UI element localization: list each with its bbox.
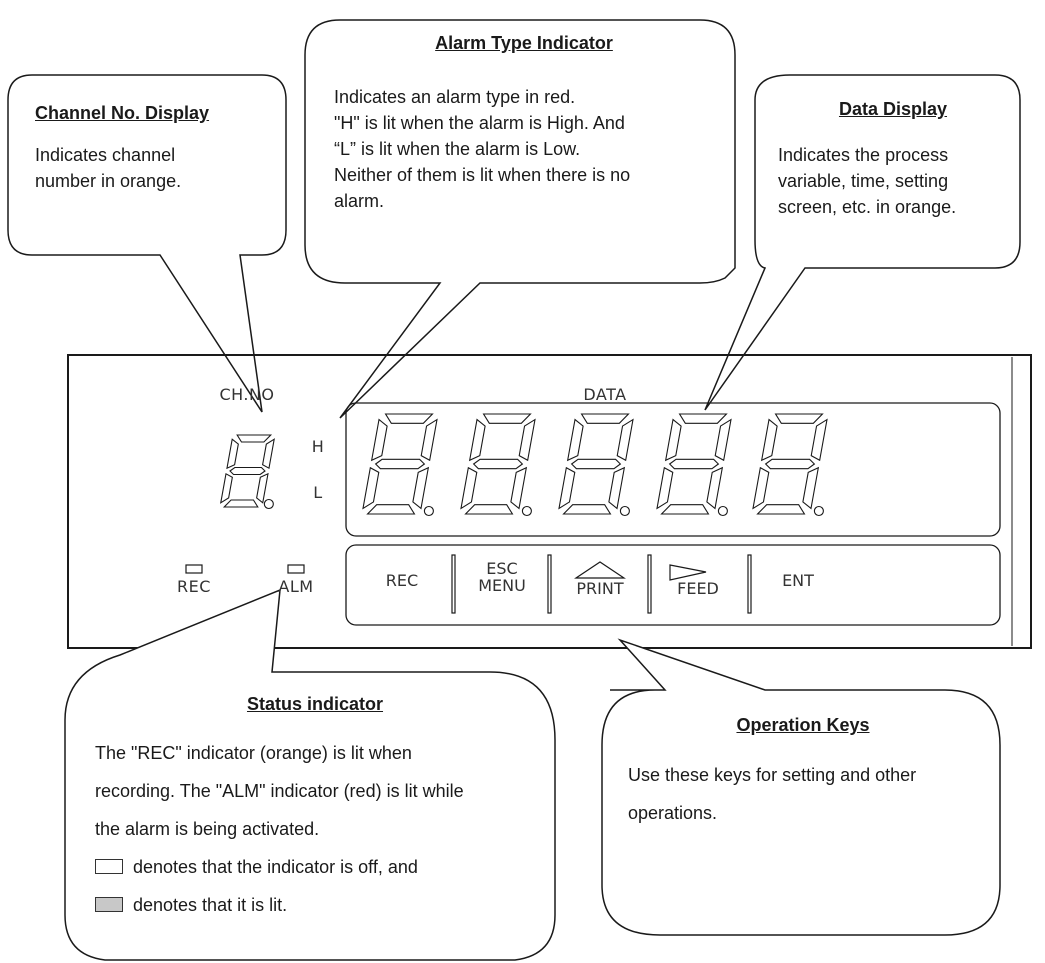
data-digit-3-segment-5 <box>566 418 584 462</box>
data-digit-1-decimal-point <box>423 505 434 517</box>
data-digit-2-segment-2 <box>510 466 528 510</box>
h-alarm-indicator: H <box>311 437 325 456</box>
data-digit-1-segment-0 <box>384 413 434 424</box>
print-key[interactable]: PRINT <box>576 579 624 598</box>
alm-indicator-label: ALM <box>278 577 314 596</box>
alarm-callout: Alarm Type Indicator Indicates an alarm … <box>334 30 714 214</box>
data-digit-1-segment-6 <box>374 458 426 470</box>
data-digit-4-segment-5 <box>664 418 682 462</box>
esc-key-label: ESC <box>486 559 518 578</box>
data-digit-4-segment-3 <box>660 504 710 515</box>
data-digit-5-segment-3 <box>756 504 806 515</box>
rec-key[interactable]: REC <box>385 571 419 590</box>
esc-menu-key[interactable]: ESC MENU <box>462 560 542 594</box>
lit-indicator-swatch <box>95 897 123 912</box>
alarm-line-4: Neither of them is lit when there is no <box>334 165 631 185</box>
alm-lamp <box>287 564 305 574</box>
channel-callout-title: Channel No. Display <box>35 103 210 123</box>
feed-key[interactable]: FEED <box>677 579 719 598</box>
alarm-line-3: “L” is lit when the alarm is Low. <box>334 139 581 159</box>
data-digit-2-segment-5 <box>468 418 486 462</box>
alarm-line-2: "H" is lit when the alarm is High. And <box>334 113 625 133</box>
channel-digit-segment-1 <box>262 438 275 470</box>
data-digit-2-decimal-point <box>521 505 532 517</box>
data-digit-5-segment-4 <box>752 466 770 510</box>
feed-right-icon <box>669 564 707 581</box>
ch-no-label: CH.NO <box>219 385 275 404</box>
off-indicator-swatch <box>95 859 123 874</box>
status-line-1: The "REC" indicator (orange) is lit when <box>95 743 412 763</box>
channel-digit-segment-2 <box>256 472 269 504</box>
data-digit-5-segment-2 <box>802 466 820 510</box>
rec-lamp <box>185 564 203 574</box>
status-callout-title: Status indicator <box>246 694 384 714</box>
data-digit-3-segment-0 <box>580 413 630 424</box>
data-digit-2-segment-1 <box>518 418 536 462</box>
status-line-3: the alarm is being activated. <box>95 819 320 839</box>
data-digit-1-segment-4 <box>362 466 380 510</box>
data-digit-4-decimal-point <box>717 505 728 517</box>
data-digit-4-segment-4 <box>656 466 674 510</box>
data-digit-4-segment-2 <box>706 466 724 510</box>
data-digit-3-segment-6 <box>570 458 622 470</box>
print-up-icon <box>574 561 626 579</box>
data-digit-1-segment-5 <box>370 418 388 462</box>
data-digit-3-segment-4 <box>558 466 576 510</box>
alarm-line-5: alarm. <box>334 191 385 211</box>
panel-outline <box>67 354 1032 649</box>
data-digit-5-segment-1 <box>810 418 828 462</box>
data-digit-2-segment-6 <box>472 458 524 470</box>
data-digit-4-segment-1 <box>714 418 732 462</box>
l-alarm-indicator: L <box>313 483 323 502</box>
operation-callout: Operation Keys Use these keys for settin… <box>628 712 978 832</box>
data-digit-5-segment-6 <box>764 458 816 470</box>
alarm-callout-bubble <box>304 19 736 419</box>
data-callout-bubble <box>704 74 1021 411</box>
alarm-callout-title: Alarm Type Indicator <box>435 33 613 53</box>
data-callout-title: Data Display <box>838 99 948 119</box>
operation-callout-title: Operation Keys <box>736 715 870 735</box>
data-digit-1-segment-1 <box>420 418 438 462</box>
channel-digit-segment-6 <box>229 466 266 476</box>
channel-digit-segment-3 <box>222 499 259 508</box>
data-digit-1-segment-2 <box>412 466 430 510</box>
data-display-window <box>345 402 1001 537</box>
channel-callout-body: Indicates channel number in orange. <box>35 145 182 191</box>
alarm-line-1: Indicates an alarm type in red. <box>334 87 576 107</box>
data-digit-1-segment-3 <box>366 504 416 515</box>
data-digit-5-segment-0 <box>774 413 824 424</box>
data-digit-4-segment-0 <box>678 413 728 424</box>
data-digit-5-decimal-point <box>813 505 824 517</box>
ent-key[interactable]: ENT <box>782 571 814 590</box>
operation-callout-bubble <box>601 638 1001 936</box>
data-digit-2-segment-0 <box>482 413 532 424</box>
keypad-frame <box>345 544 1001 626</box>
data-digit-3-segment-2 <box>608 466 626 510</box>
status-callout-bubble <box>64 588 556 961</box>
menu-key-label: MENU <box>478 576 526 595</box>
status-line-2: recording. The "ALM" indicator (red) is … <box>95 781 464 801</box>
channel-digit-segment-5 <box>226 438 239 470</box>
legend-off: denotes that the indicator is off, and <box>95 848 535 886</box>
operation-callout-body: Use these keys for setting and other ope… <box>628 765 917 823</box>
legend-on: denotes that it is lit. <box>95 886 535 924</box>
channel-digit-decimal-point <box>263 498 274 510</box>
data-digit-4-segment-6 <box>668 458 720 470</box>
channel-callout-bubble <box>7 74 287 413</box>
data-digit-2-segment-4 <box>460 466 478 510</box>
channel-callout: Channel No. Display Indicates channel nu… <box>30 100 260 194</box>
data-label: DATA <box>583 385 627 404</box>
data-digit-5-segment-5 <box>760 418 778 462</box>
status-callout: Status indicator The "REC" indicator (or… <box>95 690 535 924</box>
data-digit-3-segment-3 <box>562 504 612 515</box>
data-digit-3-segment-1 <box>616 418 634 462</box>
channel-digit-segment-4 <box>219 472 233 504</box>
channel-digit-segment-0 <box>236 434 273 443</box>
data-callout: Data Display Indicates the process varia… <box>778 96 1008 220</box>
data-callout-body: Indicates the process variable, time, se… <box>778 145 957 217</box>
data-digit-2-segment-3 <box>464 504 514 515</box>
data-digit-3-decimal-point <box>619 505 630 517</box>
rec-indicator-label: REC <box>177 577 211 596</box>
